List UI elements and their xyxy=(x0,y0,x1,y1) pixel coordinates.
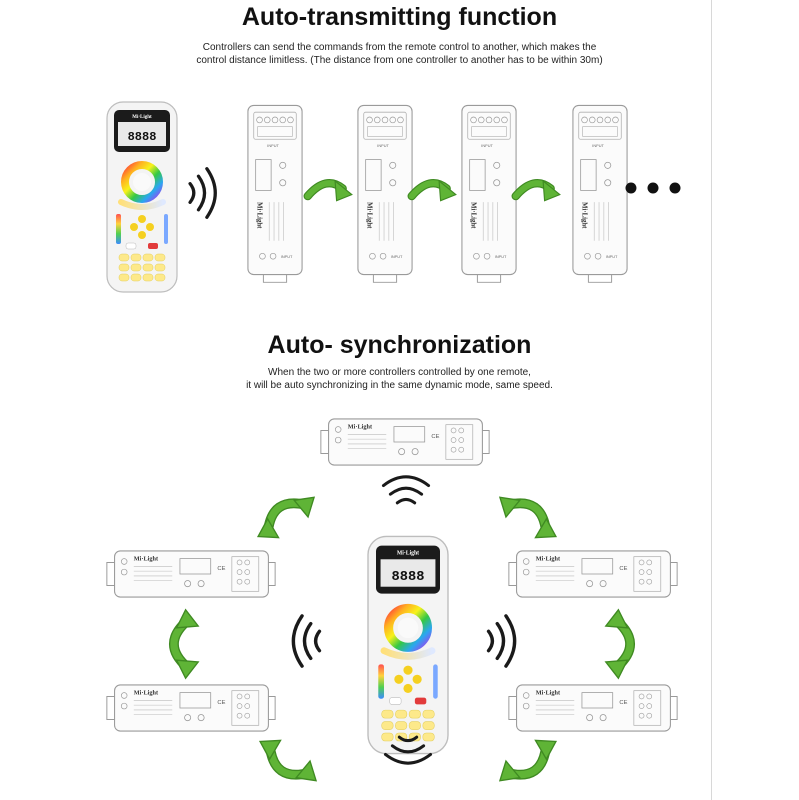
sync-arrow-icon xyxy=(493,731,563,790)
description-line: Controllers can send the commands from t… xyxy=(202,42,597,53)
relay-arrow-icon xyxy=(516,181,560,201)
ellipsis-icon xyxy=(625,182,681,194)
description-line: When the two or more controllers control… xyxy=(268,367,531,378)
signal-waves-icon xyxy=(381,475,431,505)
controller-1-icon xyxy=(247,104,303,283)
controller-left-upper-icon xyxy=(106,550,276,598)
controller-right-upper-icon xyxy=(508,550,678,598)
relay-arrow-icon xyxy=(308,181,352,201)
section-title-auto-transmitting: Auto-transmitting function xyxy=(241,3,558,31)
section-description-auto-synchronization: When the two or more controllers control… xyxy=(0,366,799,392)
sync-arrow-icon xyxy=(606,610,630,678)
controller-2-icon xyxy=(357,104,413,283)
sync-arrow-icon xyxy=(253,731,323,790)
controller-left-lower-icon xyxy=(106,684,276,732)
section-description-auto-transmitting: Controllers can send the commands from t… xyxy=(0,41,799,67)
description-line: control distance limitless. (The distanc… xyxy=(196,55,603,66)
signal-waves-icon xyxy=(291,614,322,668)
controller-3-icon xyxy=(461,104,517,283)
controller-right-lower-icon xyxy=(508,684,678,732)
sync-arrow-icon xyxy=(493,488,563,547)
signal-waves-icon xyxy=(188,167,217,219)
section-title-auto-synchronization: Auto- synchronization xyxy=(267,331,532,359)
page-divider xyxy=(711,0,712,800)
controller-4-icon xyxy=(572,104,628,283)
sync-arrow-icon xyxy=(251,488,321,547)
remote-control-icon xyxy=(107,102,177,292)
signal-waves-icon xyxy=(486,614,517,668)
relay-arrow-icon xyxy=(412,181,456,201)
controller-top-icon xyxy=(320,418,490,466)
sync-arrow-icon xyxy=(174,610,198,678)
description-line: it will be auto synchronizing in the sam… xyxy=(246,380,553,391)
remote-control-center-icon xyxy=(368,536,448,753)
